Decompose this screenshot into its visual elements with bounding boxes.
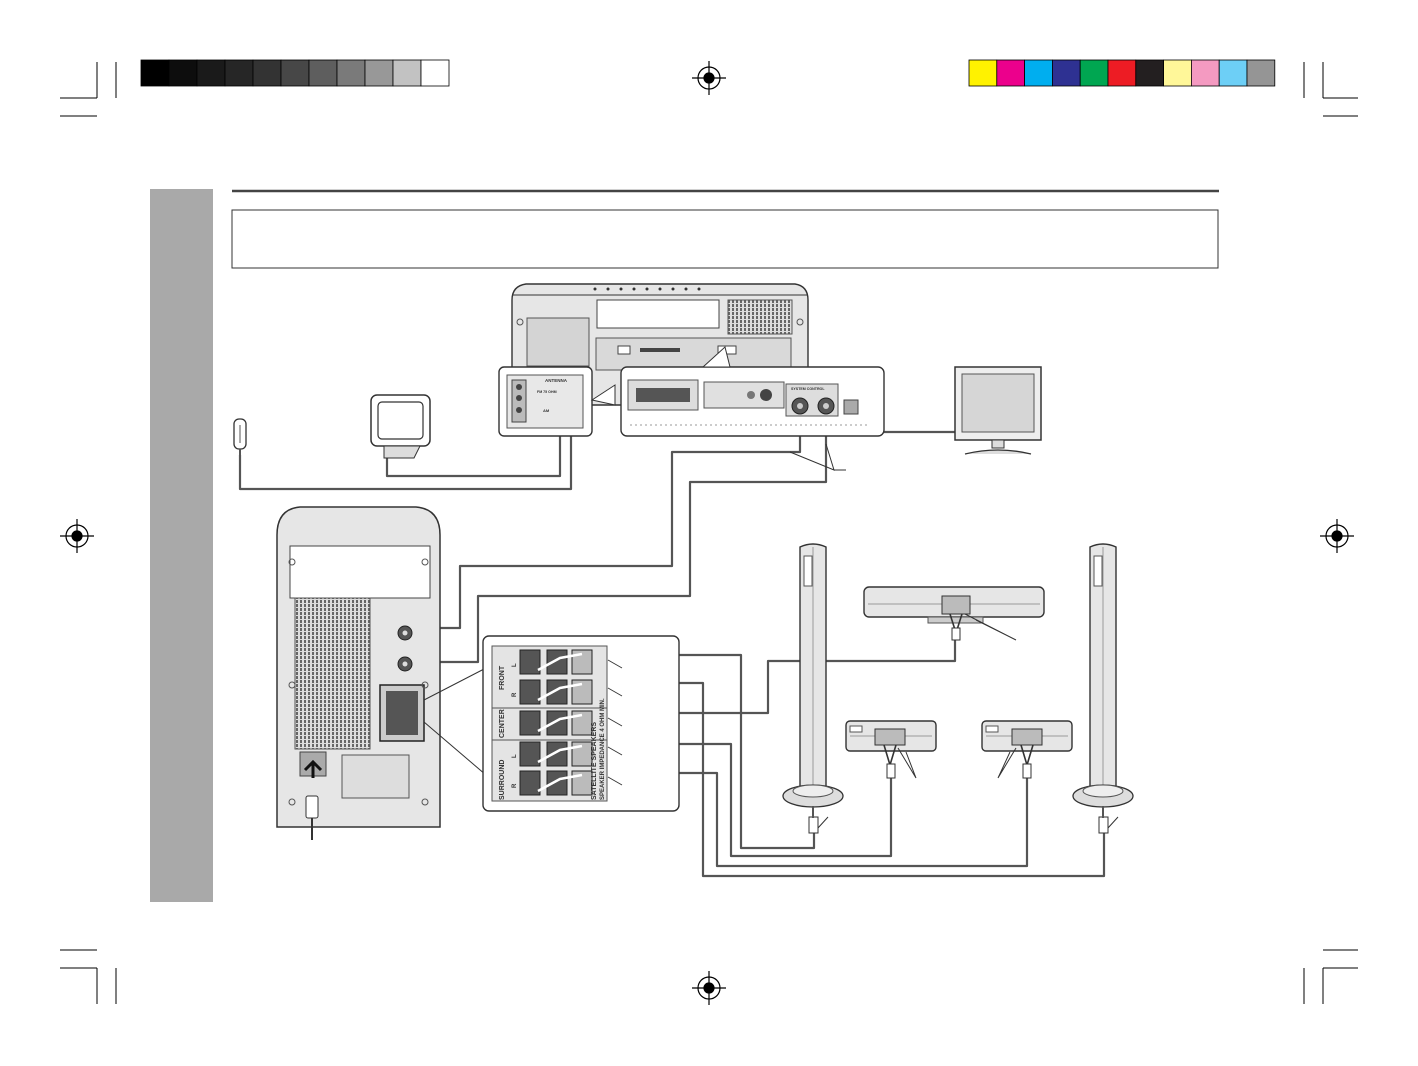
calibration-swatch: [1024, 59, 1053, 87]
surround-left-speaker-cable: [580, 742, 893, 858]
am-label: AM: [543, 408, 550, 413]
group-label-center: CENTER: [499, 709, 506, 738]
calibration-swatch: [168, 59, 198, 87]
top-buttons: [593, 287, 701, 291]
calibration-swatch: [1163, 59, 1192, 87]
terminal-clip: [571, 770, 593, 796]
fm-wire-antenna: [233, 418, 247, 456]
terminal-clip: [546, 649, 568, 675]
channel-label-front-l: L: [512, 663, 518, 667]
front-right-tall-speaker: [1072, 543, 1134, 834]
calibration-swatch: [364, 59, 394, 87]
registration-target: [60, 519, 94, 553]
calibration-swatch: [224, 59, 254, 87]
calibration-swatch: [1218, 59, 1248, 87]
terminal-clip: [519, 679, 541, 705]
registration-target: [692, 971, 726, 1005]
calibration-swatch: [336, 59, 366, 87]
rear-panel-inset: SYSTEM CONTROL: [620, 346, 885, 437]
subwoofer: [276, 506, 487, 840]
center-speaker-cable: [580, 640, 957, 715]
calibration-swatch: [196, 59, 226, 87]
terminal-clip: [571, 679, 593, 705]
speaker-wire-end: [537, 682, 583, 702]
channel-label-surround-l: L: [512, 754, 518, 758]
gray-calibration-bars: [140, 59, 450, 87]
satellite-speakers-label: SATELLITE SPEAKERS: [591, 722, 598, 800]
speaker-wire-end: [537, 773, 583, 793]
terminal-clip: [519, 770, 541, 796]
fm-75-ohm-label: FM 75 OHM: [537, 390, 557, 394]
antenna-label: ANTENNA: [545, 378, 568, 383]
speaker-terminal-inset: FRONT CENTER SURROUND L R L R SATELLITE …: [482, 635, 680, 812]
calibration-swatch: [968, 59, 998, 87]
calibration-swatch: [1191, 59, 1220, 87]
terminal-clip: [546, 770, 568, 796]
terminal-clip: [519, 649, 541, 675]
speaker-wire-end: [537, 713, 583, 733]
group-label-surround: SURROUND: [499, 760, 506, 800]
terminal-clip: [519, 741, 541, 767]
tv-monitor: [954, 366, 1042, 455]
calibration-swatch: [392, 59, 422, 87]
channel-label-front-r: R: [512, 692, 518, 697]
system-control-label: SYSTEM CONTROL: [791, 387, 825, 391]
calibration-swatch: [308, 59, 338, 87]
terminal-clip: [546, 741, 568, 767]
surround-left-speaker: [845, 720, 937, 779]
terminal-group-labels: FRONT CENTER SURROUND L R L R SATELLITE …: [499, 663, 606, 800]
calibration-swatch: [1135, 59, 1165, 87]
group-label-front: FRONT: [499, 665, 506, 690]
terminal-clip: [546, 679, 568, 705]
subwoofer-label-box: [289, 545, 431, 599]
registration-targets: [60, 61, 1354, 1005]
color-calibration-bars: [968, 59, 1276, 87]
channel-label-surround-r: R: [512, 783, 518, 788]
speaker-wire-end: [537, 652, 583, 672]
center-speaker: [863, 586, 1045, 641]
terminal-callouts: [607, 659, 623, 786]
calibration-swatch: [140, 59, 170, 87]
calibration-swatch: [1052, 59, 1081, 87]
calibration-swatch: [420, 59, 450, 87]
terminal-clip: [571, 741, 593, 767]
calibration-swatch: [252, 59, 282, 87]
terminal-clip: [519, 710, 541, 736]
impedance-label: SPEAKER IMPEDANCE 4 OHM MIN.: [600, 698, 606, 800]
callout-lines: [789, 443, 846, 471]
crop-marks: [60, 62, 1358, 1004]
registration-target: [1320, 519, 1354, 553]
surround-right-speaker: [981, 720, 1073, 779]
subwoofer-vent: [294, 597, 371, 750]
system-control-cable-2: [410, 410, 828, 664]
calibration-swatch: [1107, 59, 1137, 87]
page-sidebar: [150, 189, 213, 902]
antenna-terminal-inset: ANTENNA FM 75 OHM AM: [498, 366, 616, 437]
calibration-swatch: [280, 59, 310, 87]
front-left-tall-speaker: [782, 543, 844, 834]
terminal-clip: [571, 710, 593, 736]
calibration-swatch: [1246, 59, 1276, 87]
system-control-cable-1: [410, 410, 802, 630]
calibration-swatch: [1079, 59, 1109, 87]
speaker-wire-end: [537, 744, 583, 764]
calibration-swatch: [996, 59, 1025, 87]
am-loop-antenna: [370, 394, 431, 459]
terminal-clip: [546, 710, 568, 736]
front-left-speaker-cable: [580, 653, 816, 850]
terminal-clip: [571, 649, 593, 675]
terminal-rows: [519, 649, 593, 796]
registration-target: [692, 61, 726, 95]
main-unit-label-box: [596, 299, 720, 329]
instruction-box: [231, 209, 1219, 269]
